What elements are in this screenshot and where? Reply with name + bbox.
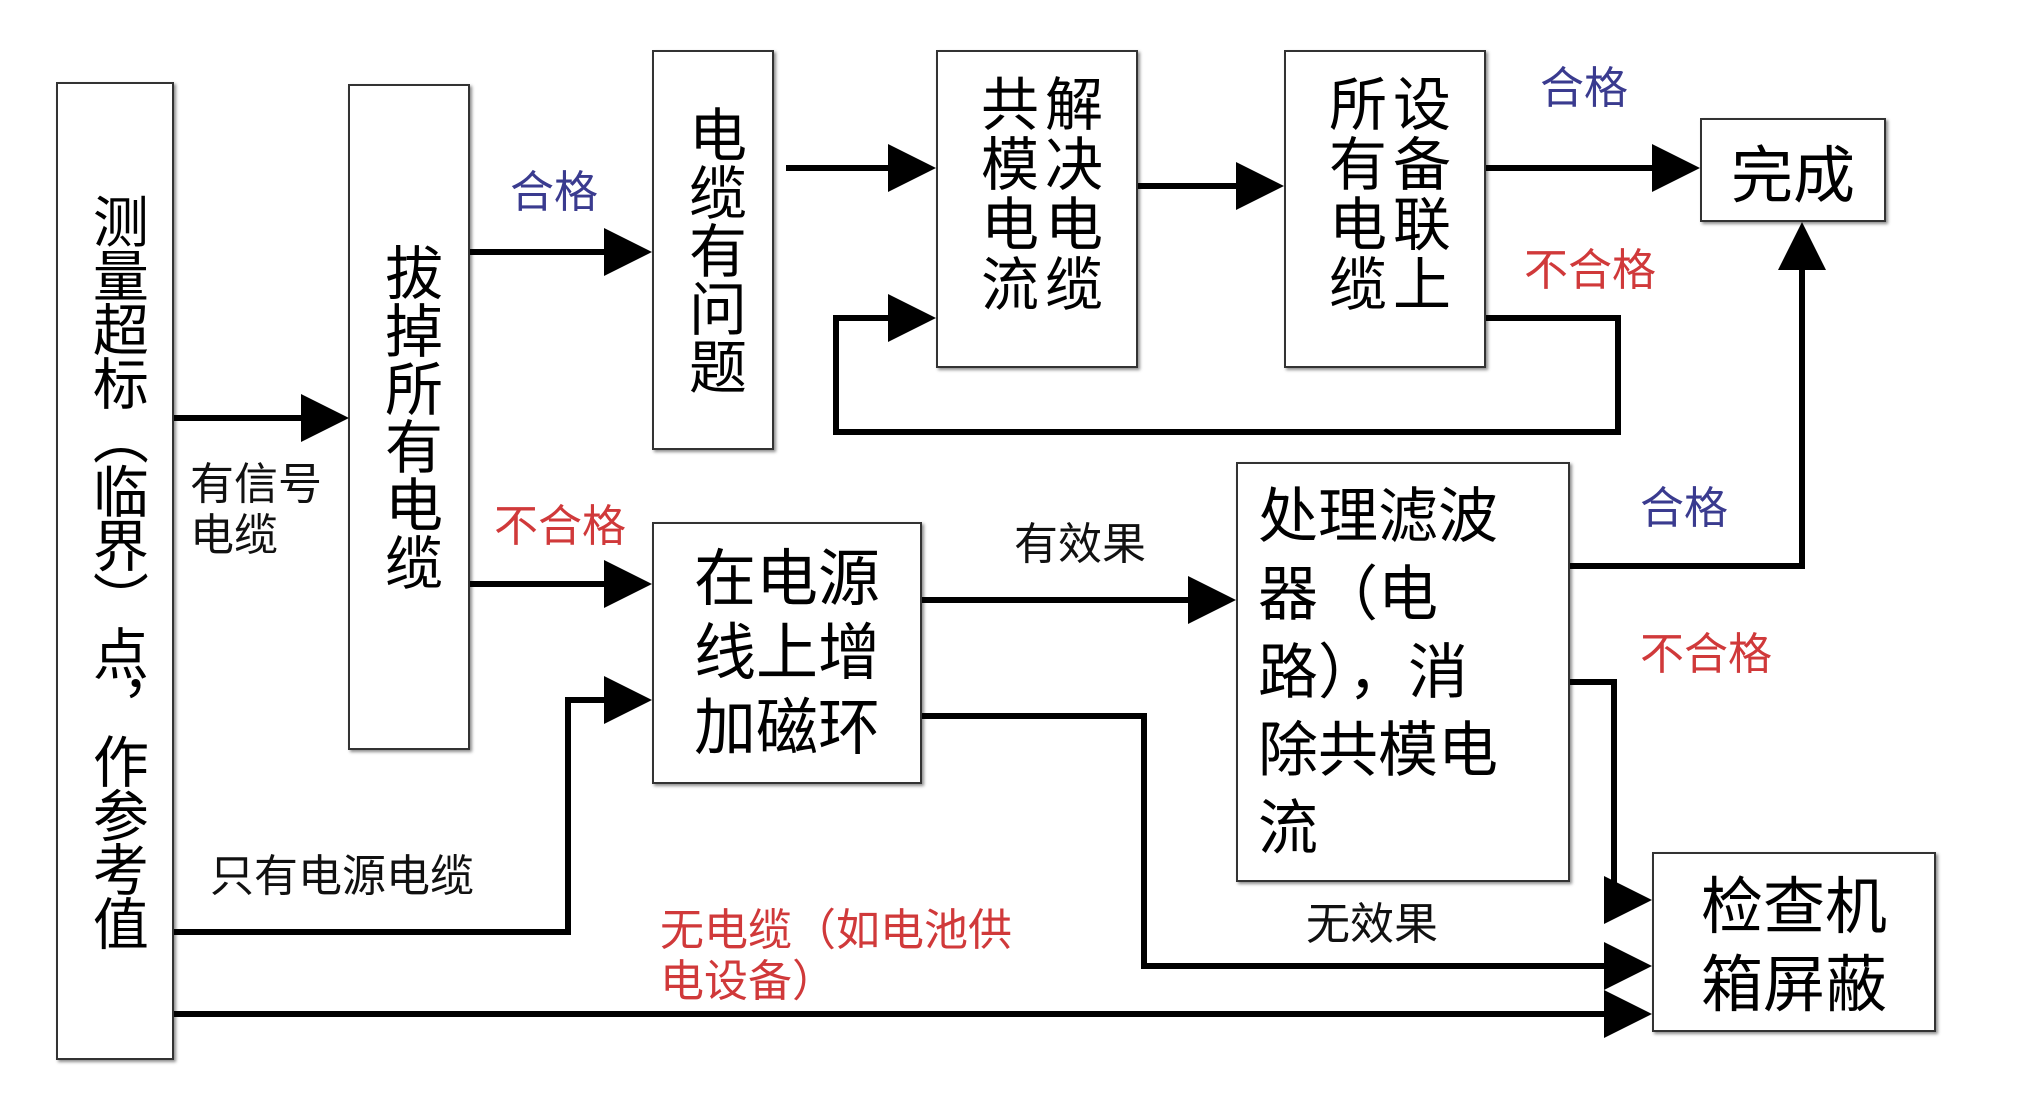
arrow-connect-fail-loop: [833, 294, 1621, 435]
ferrite-line-2: 线上增: [693, 616, 880, 690]
node-check-shield-text: 检查机 箱屏蔽: [1654, 868, 1934, 1023]
node-connect-col-1: 设备联上: [1383, 74, 1451, 314]
label-has-signal-cable: 有信号 电缆: [190, 459, 322, 561]
node-connect-col-2: 所有电缆: [1319, 74, 1387, 314]
label-connect-fail: 不合格: [1524, 245, 1656, 296]
label-no-cable-1: 无电缆（如电池供: [660, 905, 1012, 956]
node-add-ferrite-text: 在电源 线上增 加磁环: [654, 542, 920, 765]
node-solve-col-2: 共模电流: [971, 74, 1039, 314]
filter-line-4: 除共模电: [1258, 716, 1498, 786]
label-has-signal-cable-2: 电缆: [190, 509, 278, 561]
arrow-filter-fail: [1570, 679, 1652, 924]
node-solve-common-mode: 解决电缆 共模电流: [936, 50, 1138, 368]
arrow-filter-pass: [1570, 222, 1826, 569]
node-solve-common-mode-text: 解决电缆 共模电流: [938, 74, 1136, 344]
node-measure: 测量超标（临界）点，作参考值: [56, 82, 174, 1060]
shield-line-1: 检查机: [1700, 870, 1887, 943]
arrow-no-effect: [922, 713, 1652, 990]
label-no-cable: 无电缆（如电池供 电设备）: [660, 905, 1012, 1007]
node-connect-all-text: 设备联上 所有电缆: [1286, 74, 1484, 344]
label-no-effect: 无效果: [1306, 899, 1438, 950]
ferrite-line-1: 在电源: [693, 542, 880, 615]
node-filter-text: 处理滤波 器（电 路），消 除共模电 流: [1258, 478, 1558, 868]
node-filter: 处理滤波 器（电 路），消 除共模电 流: [1236, 462, 1570, 882]
shield-line-2: 箱屏蔽: [1700, 947, 1887, 1021]
node-check-shield: 检查机 箱屏蔽: [1652, 852, 1936, 1032]
label-unplug-fail: 不合格: [494, 501, 626, 552]
filter-line-1: 处理滤波: [1258, 482, 1498, 552]
label-connect-pass: 合格: [1540, 63, 1628, 114]
label-has-signal-cable-1: 有信号: [190, 459, 322, 510]
node-done-text: 完成: [1730, 139, 1855, 212]
filter-line-3: 路），消: [1258, 638, 1468, 708]
label-no-cable-2: 电设备）: [660, 955, 836, 1007]
arrow-power-cable-only: [174, 676, 652, 935]
node-connect-all: 设备联上 所有电缆: [1284, 50, 1486, 368]
label-filter-pass: 合格: [1640, 483, 1728, 534]
filter-line-2: 器（电: [1258, 560, 1438, 630]
node-cable-problem-text: 电缆有问题: [679, 105, 747, 395]
filter-line-5: 流: [1258, 794, 1318, 864]
ferrite-line-3: 加磁环: [693, 690, 880, 764]
label-effective: 有效果: [1014, 519, 1146, 570]
label-filter-fail: 不合格: [1640, 629, 1772, 680]
label-unplug-pass: 合格: [510, 167, 598, 218]
label-power-cable-only: 只有电源电缆: [210, 851, 474, 902]
node-solve-col-1: 解决电缆: [1035, 74, 1103, 314]
node-add-ferrite: 在电源 线上增 加磁环: [652, 522, 922, 784]
node-measure-text: 测量超标（临界）点，作参考值: [83, 193, 149, 949]
node-cable-problem: 电缆有问题: [652, 50, 774, 450]
node-unplug: 拔掉所有电缆: [348, 84, 470, 750]
node-unplug-text: 拔掉所有电缆: [375, 243, 443, 591]
node-done: 完成: [1700, 118, 1886, 222]
